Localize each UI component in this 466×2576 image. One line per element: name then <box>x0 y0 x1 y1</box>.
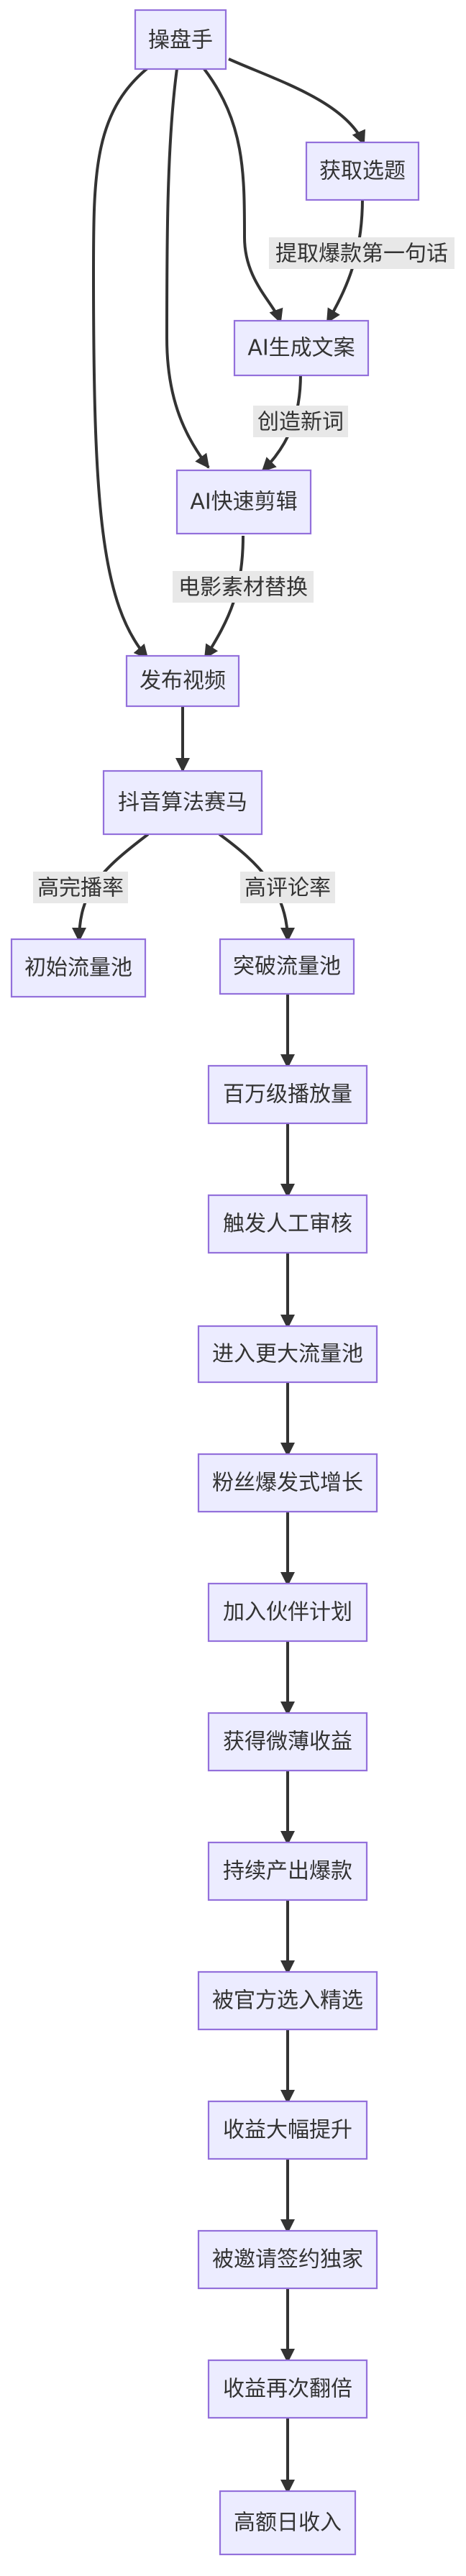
node-douyin[interactable]: 抖音算法赛马 <box>102 769 263 836</box>
node-yaoqing[interactable]: 被邀请签约独家 <box>197 2229 378 2290</box>
node-chixu-label: 持续产出爆款 <box>223 1859 352 1884</box>
label-gaopinglun-text: 高评论率 <box>245 876 331 901</box>
edge-caopanshou-aishengcheng <box>203 68 283 324</box>
node-aishengcheng[interactable]: AI生成文案 <box>233 319 370 377</box>
edge-caopanshou-huoqu <box>228 58 365 145</box>
node-aishengcheng-label: AI生成文案 <box>247 336 355 361</box>
node-tupo-label: 突破流量池 <box>233 954 341 979</box>
label-dianying: 电影素材替换 <box>173 571 314 603</box>
node-guanfang[interactable]: 被官方选入精选 <box>197 1970 378 2031</box>
node-huoqu-label: 获取选题 <box>319 159 406 184</box>
node-fanbei-label: 收益再次翻倍 <box>223 2377 352 2402</box>
node-gaoe[interactable]: 高额日收入 <box>219 2490 357 2556</box>
edges <box>72 58 365 2494</box>
node-fanbei[interactable]: 收益再次翻倍 <box>207 2359 368 2419</box>
node-douyin-label: 抖音算法赛马 <box>118 790 247 816</box>
node-baiwan[interactable]: 百万级播放量 <box>207 1064 368 1125</box>
edge-labels: 提取爆款第一句话 创造新词 电影素材替换 高完播率 高评论率 <box>33 237 454 903</box>
label-tiqu: 提取爆款第一句话 <box>269 237 454 269</box>
label-gaopinglun: 高评论率 <box>240 872 335 903</box>
node-weibao-label: 获得微薄收益 <box>223 1730 352 1755</box>
node-dafu-label: 收益大幅提升 <box>223 2118 352 2143</box>
node-jiaru-label: 加入伙伴计划 <box>223 1600 352 1625</box>
node-caopanshou-label: 操盘手 <box>148 28 213 53</box>
edge-caopanshou-aijianji <box>165 68 210 469</box>
label-chuangzao: 创造新词 <box>253 406 348 437</box>
node-chushi[interactable]: 初始流量池 <box>10 938 147 998</box>
node-weibao[interactable]: 获得微薄收益 <box>207 1712 368 1772</box>
node-gaoe-label: 高额日收入 <box>234 2511 342 2536</box>
node-jinru[interactable]: 进入更大流量池 <box>197 1325 378 1384</box>
node-chufa-label: 触发人工审核 <box>223 1212 352 1237</box>
node-fabu-label: 发布视频 <box>140 669 226 694</box>
label-gaowanbo: 高完播率 <box>33 872 128 903</box>
node-huoqu[interactable]: 获取选题 <box>305 141 420 201</box>
label-dianying-text: 电影素材替换 <box>178 575 308 600</box>
edge-caopanshou-fabu <box>91 62 155 659</box>
node-aijianji-label: AI快速剪辑 <box>190 490 297 515</box>
node-tupo[interactable]: 突破流量池 <box>219 938 355 995</box>
node-jiaru[interactable]: 加入伙伴计划 <box>207 1582 368 1643</box>
node-chushi-label: 初始流量池 <box>24 956 132 981</box>
node-dafu[interactable]: 收益大幅提升 <box>207 2100 368 2160</box>
label-tiqu-text: 提取爆款第一句话 <box>275 242 448 267</box>
node-chufa[interactable]: 触发人工审核 <box>207 1194 368 1254</box>
node-chixu[interactable]: 持续产出爆款 <box>207 1841 368 1901</box>
label-gaowanbo-text: 高完播率 <box>37 876 124 901</box>
node-baiwan-label: 百万级播放量 <box>223 1082 352 1107</box>
node-fabu[interactable]: 发布视频 <box>125 654 240 708</box>
node-aijianji[interactable]: AI快速剪辑 <box>175 469 312 535</box>
node-fensi-label: 粉丝爆发式增长 <box>212 1471 363 1496</box>
node-fensi[interactable]: 粉丝爆发式增长 <box>197 1453 378 1513</box>
node-caopanshou[interactable]: 操盘手 <box>134 9 227 70</box>
node-jinru-label: 进入更大流量池 <box>212 1342 363 1367</box>
label-chuangzao-text: 创造新词 <box>257 410 344 435</box>
nodes: 操盘手 获取选题 AI生成文案 AI快速剪辑 发布视频 抖音算法赛马 初始流量池 <box>10 9 420 2556</box>
node-yaoqing-label: 被邀请签约独家 <box>212 2247 363 2273</box>
node-guanfang-label: 被官方选入精选 <box>212 1988 363 2014</box>
